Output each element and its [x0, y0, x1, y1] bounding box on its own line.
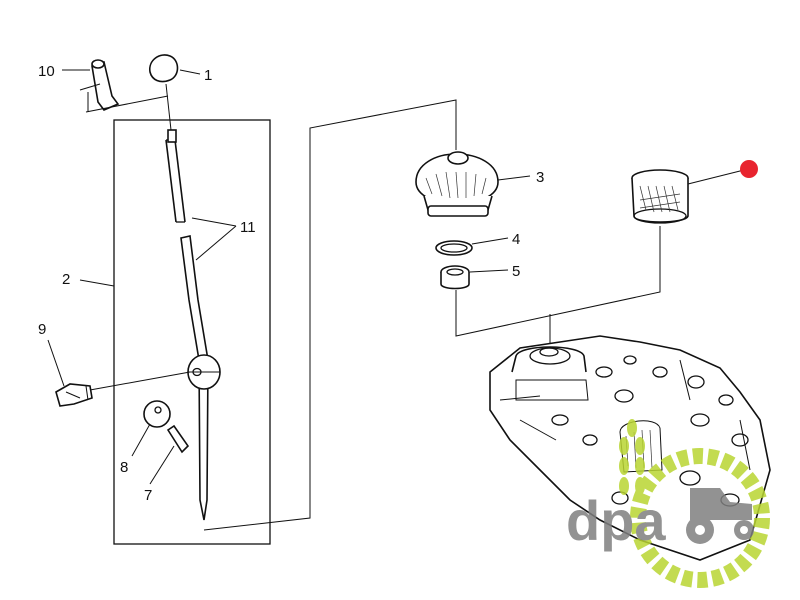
leader-11a	[191, 217, 237, 227]
leader-2	[79, 279, 115, 287]
ring-part-4	[435, 240, 473, 256]
callout-1: 1	[204, 67, 212, 84]
tractor-icon	[686, 488, 754, 544]
leader-11b	[195, 225, 237, 261]
callout-4: 4	[512, 231, 520, 248]
lever-rod-lower	[180, 235, 209, 521]
filter-element	[631, 169, 689, 224]
pin-part-7	[166, 424, 190, 454]
leader-4	[471, 237, 509, 245]
callout-5: 5	[512, 263, 520, 280]
callout-3: 3	[536, 169, 544, 186]
callout-11: 11	[240, 219, 256, 236]
wheat-icon	[619, 419, 645, 495]
callout-2: 2	[62, 271, 70, 288]
lever-rod-upper	[165, 129, 186, 223]
dpa-watermark-logo: dpa	[566, 419, 770, 588]
connector-bracket	[455, 226, 661, 337]
seal-part-5	[440, 265, 470, 290]
leader-filter	[687, 169, 745, 185]
watermark-text: dpa	[566, 489, 666, 552]
callout-9: 9	[38, 321, 46, 338]
leader-5	[469, 269, 509, 273]
assembly-frame	[113, 119, 271, 545]
ball-pivot	[187, 354, 221, 390]
boot-part-3	[415, 151, 499, 217]
callout-8: 8	[120, 459, 128, 476]
leader-8	[131, 423, 151, 457]
pin-part-10	[79, 59, 169, 113]
plug-part-9	[55, 371, 191, 407]
ball-part-8	[143, 400, 171, 428]
leader-3	[497, 175, 531, 181]
red-marker-dot	[740, 160, 758, 178]
leader-1	[179, 69, 201, 75]
callout-10: 10	[38, 63, 55, 80]
knob-part-1	[149, 54, 179, 131]
connector-line-left	[203, 99, 457, 531]
callout-7: 7	[144, 487, 152, 504]
leader-9	[47, 339, 65, 387]
leader-7	[149, 445, 175, 485]
